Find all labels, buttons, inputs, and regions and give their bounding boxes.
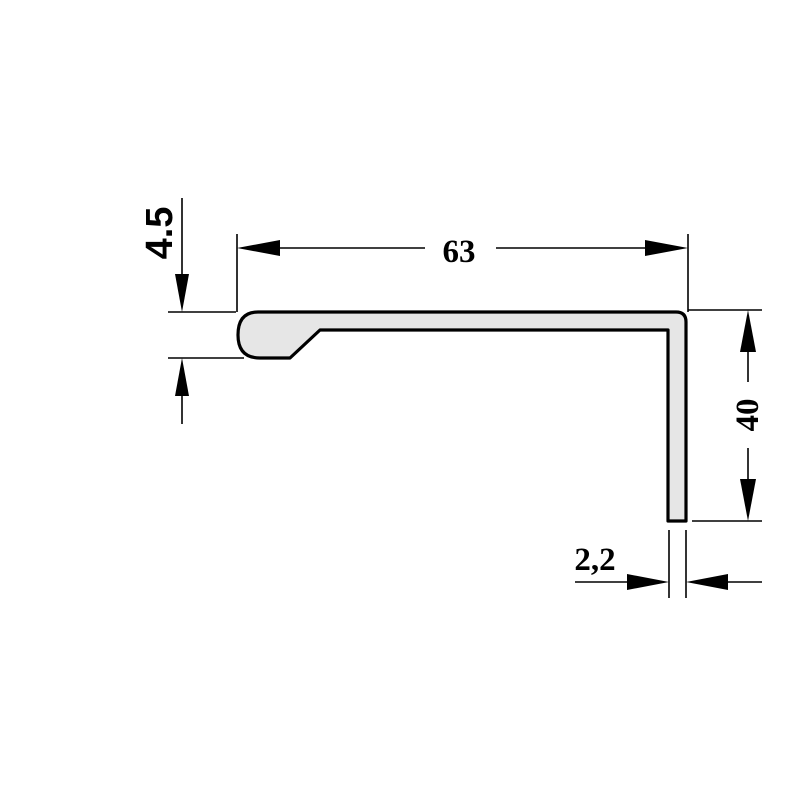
lip-thickness-dimension: 4.5 (139, 198, 244, 424)
wall-arrow-right (686, 574, 728, 590)
wall-thickness-dimension: 2,2 (574, 530, 762, 598)
width-dimension: 63 (236, 234, 689, 312)
height-arrow-top (740, 310, 756, 352)
angle-profile-section (236, 310, 688, 523)
wall-thickness-label: 2,2 (574, 542, 615, 578)
height-dimension: 40 (688, 309, 766, 522)
lip-thickness-label: 4.5 (139, 207, 181, 260)
width-arrow-right (645, 240, 688, 256)
height-arrow-bottom (740, 479, 756, 521)
lip-arrow-top (175, 274, 189, 312)
lip-arrow-bottom (175, 358, 189, 396)
width-label: 63 (443, 234, 476, 270)
width-arrow-left (237, 240, 280, 256)
height-label: 40 (730, 399, 766, 432)
wall-arrow-left (627, 574, 669, 590)
